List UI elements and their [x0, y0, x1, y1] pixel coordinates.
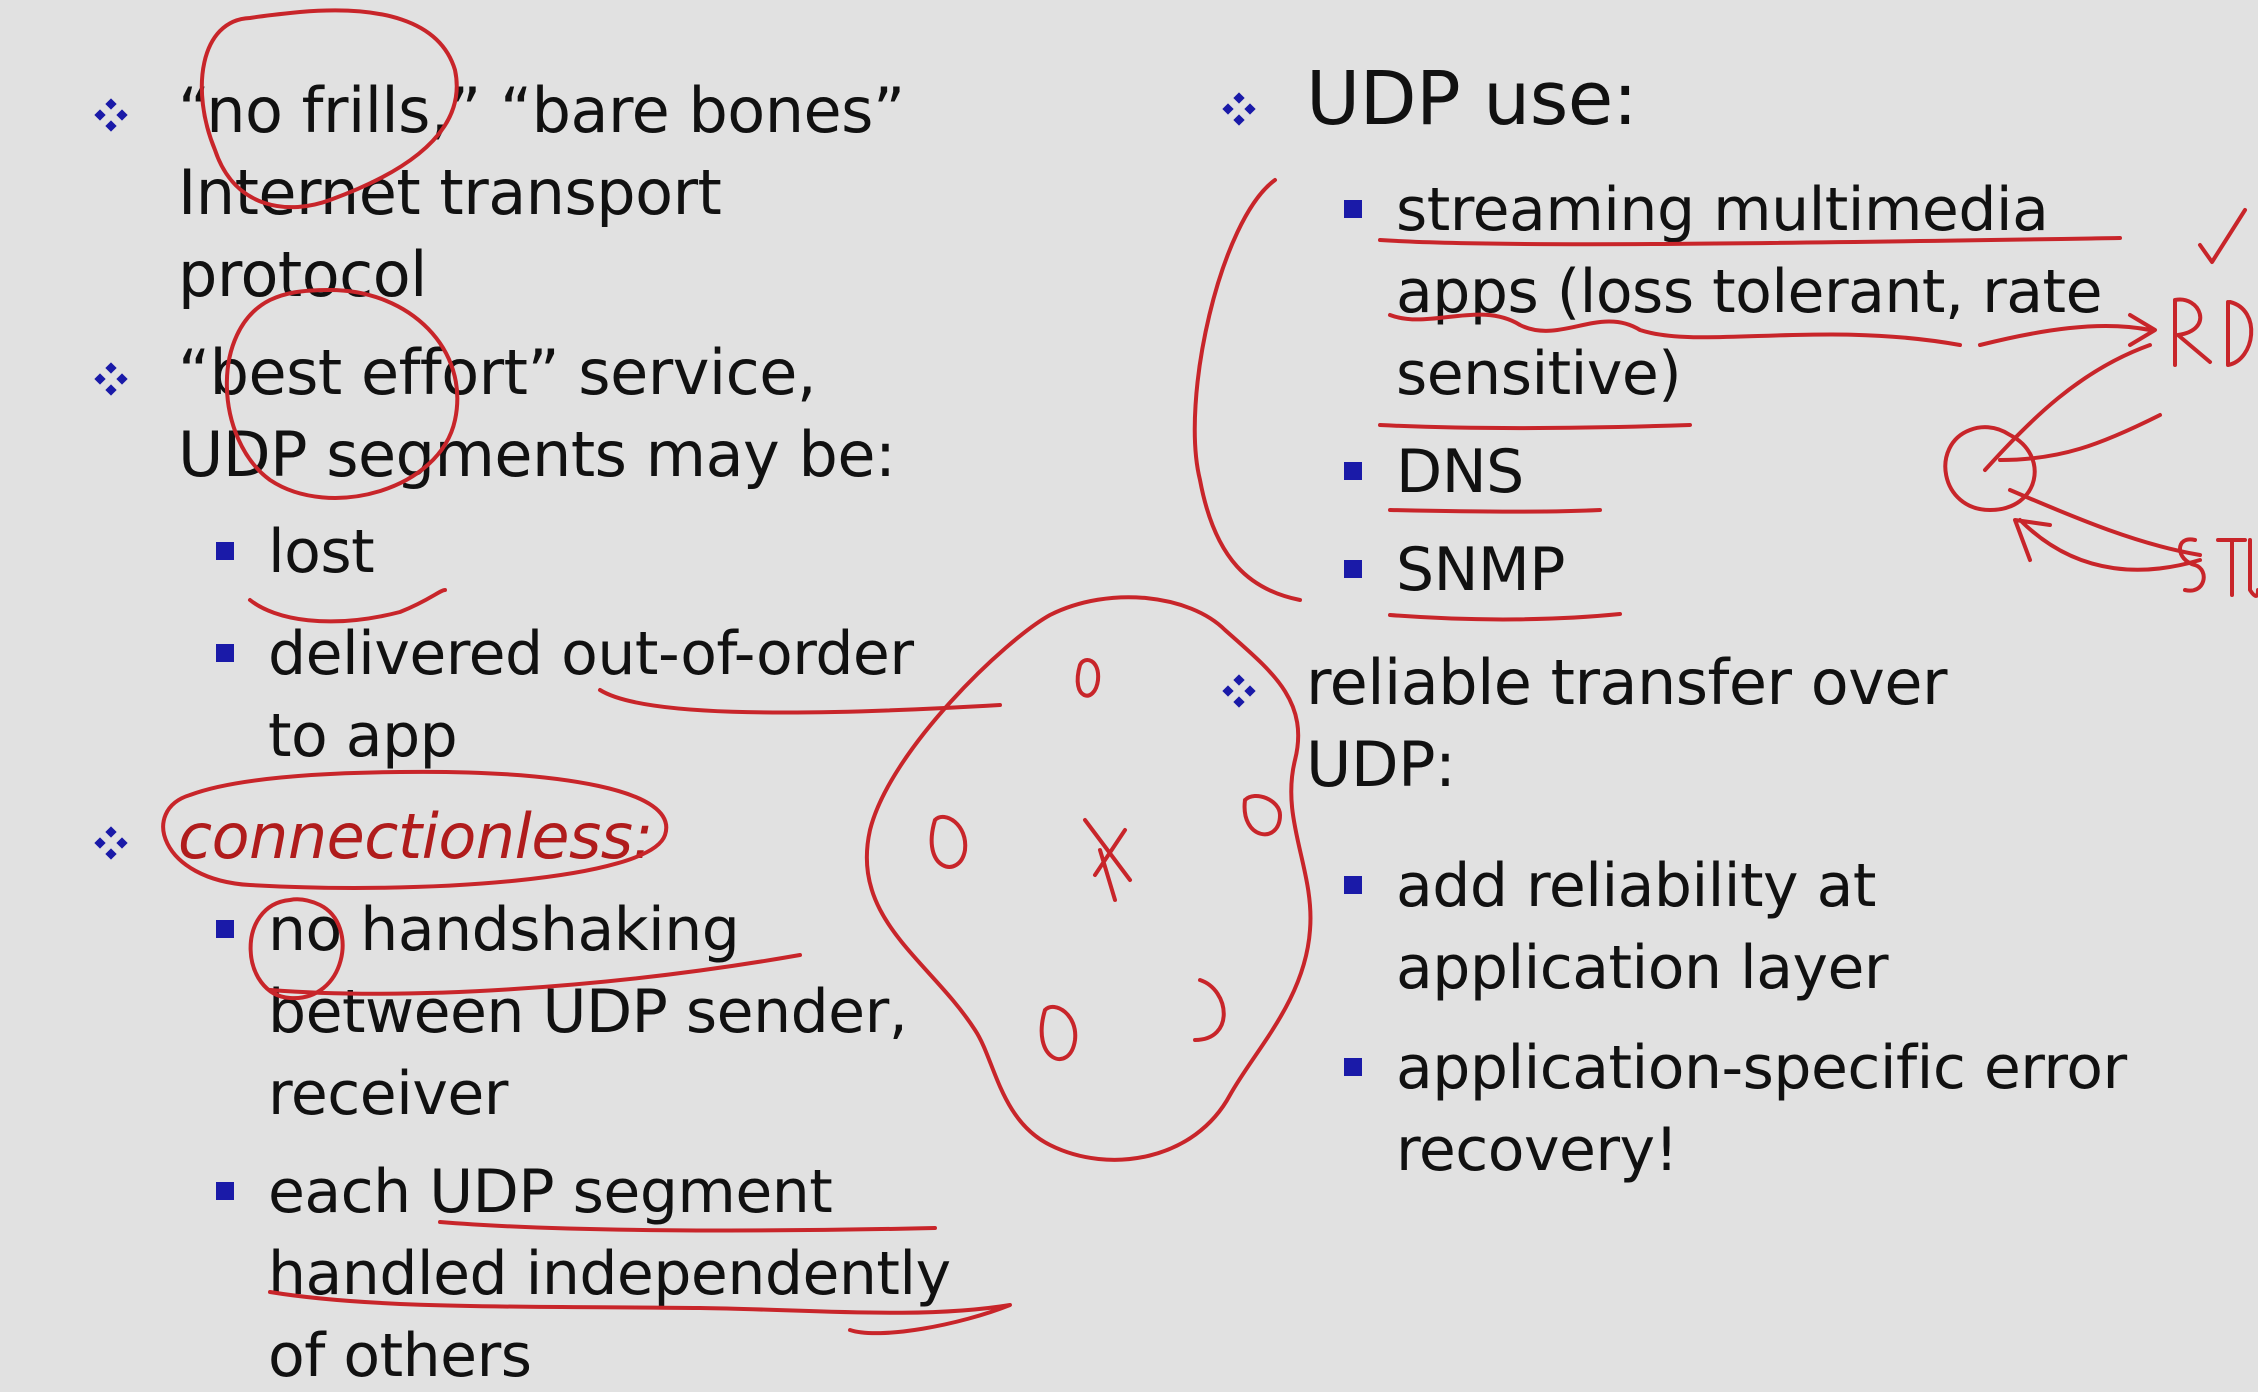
square-bullet-icon — [1344, 200, 1362, 218]
left-bullet1-line1: “no frills,” “bare bones” — [178, 74, 905, 147]
diamond-bullet-icon — [94, 98, 128, 132]
square-bullet-icon — [1344, 462, 1362, 480]
square-bullet-icon — [1344, 876, 1362, 894]
node-right — [1242, 794, 1282, 837]
arrow-curve-1 — [1983, 343, 2152, 472]
arrow-curve-3 — [2008, 488, 2202, 557]
left-bullet1-line2: Internet transport — [178, 156, 722, 229]
left-bullet2-line1: “best effort” service, — [178, 336, 817, 409]
left-bullet3-sub1-line3: receiver — [268, 1059, 508, 1129]
center-x — [1083, 818, 1132, 902]
right-bullet1: UDP use: — [1306, 56, 1638, 142]
node-top — [1075, 658, 1101, 698]
right-bullet1-sub2: DNS — [1396, 437, 1524, 507]
circle-right-cluster — [1943, 425, 2037, 512]
left-bullet3-sub2-line2: handled independently — [268, 1239, 951, 1309]
diamond-bullet-icon — [94, 826, 128, 860]
right-bullet1-sub1-line1: streaming multimedia — [1396, 175, 2049, 245]
left-bullet3-sub1-line1: no handshaking — [268, 895, 740, 965]
square-bullet-icon — [216, 542, 234, 560]
left-bullet3: connectionless: — [178, 800, 653, 873]
left-bullet3-sub2-line3: of others — [268, 1321, 532, 1391]
underline-dns — [1388, 508, 1602, 514]
node-left — [929, 814, 968, 869]
diamond-bullet-icon — [1222, 92, 1256, 126]
left-bullet2-sub1: lost — [268, 517, 375, 587]
arrow-back — [2013, 518, 2202, 572]
square-bullet-icon — [216, 920, 234, 938]
right-bullet2-sub1-line1: add reliability at — [1396, 851, 1876, 921]
handwritten-rd — [2173, 297, 2254, 367]
handwritten-stu — [2178, 537, 2258, 598]
diamond-bullet-icon — [94, 362, 128, 396]
right-bullet2-line2: UDP: — [1306, 728, 1456, 801]
right-bullet2-sub1-line2: application layer — [1396, 933, 1889, 1003]
right-bullet2-sub2-line2: recovery! — [1396, 1115, 1679, 1185]
left-bullet1-line3: protocol — [178, 238, 427, 311]
underline-lost — [248, 588, 447, 624]
square-bullet-icon — [216, 644, 234, 662]
square-bullet-icon — [1344, 1058, 1362, 1076]
left-bullet2-line2: UDP segments may be: — [178, 418, 896, 491]
underline-out-of-order — [598, 688, 1002, 715]
left-bullet2-sub2-line2: to app — [268, 701, 458, 771]
diamond-bullet-icon — [1222, 674, 1256, 708]
right-bullet1-sub1-line2: apps (loss tolerant, rate — [1396, 257, 2102, 327]
right-bullet2-sub2-line1: application-specific error — [1396, 1033, 2127, 1103]
left-bullet3-sub2-line1: each UDP segment — [268, 1157, 833, 1227]
left-bullet2-sub2-line1: delivered out-of-order — [268, 619, 914, 689]
right-bullet2-line1: reliable transfer over — [1306, 646, 1947, 719]
arrow-curve-2 — [1998, 413, 2162, 462]
bracket-udp-uses — [1192, 178, 1302, 602]
square-bullet-icon — [216, 1182, 234, 1200]
square-bullet-icon — [1344, 560, 1362, 578]
underline-snmp — [1388, 612, 1622, 622]
underline-sensitive — [1378, 423, 1692, 431]
node-bottom-right — [1193, 978, 1226, 1042]
checkmark-icon — [2198, 208, 2247, 264]
left-bullet3-sub1-line2: between UDP sender, — [268, 977, 908, 1047]
right-bullet1-sub1-line3: sensitive) — [1396, 339, 1682, 409]
node-bottom-left — [1039, 1004, 1078, 1061]
right-bullet1-sub3: SNMP — [1396, 535, 1565, 605]
